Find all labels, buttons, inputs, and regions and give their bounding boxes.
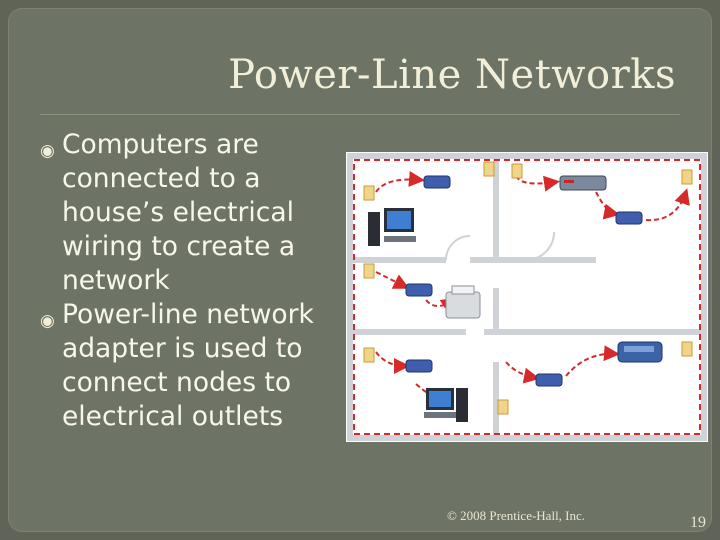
bullet-text: Computers are connected to a house’s ele… xyxy=(62,129,296,296)
wall-outlet-icon xyxy=(363,161,693,415)
house-wiring-loop xyxy=(353,159,701,435)
bullet-item: ◉ Computers are connected to a house’s e… xyxy=(40,128,350,298)
bullet-item: ◉ Power-line network adapter is used to … xyxy=(40,298,350,434)
bullet-text: Power-line network adapter is used to co… xyxy=(62,299,314,432)
router-icon xyxy=(559,175,607,191)
house-network-diagram xyxy=(346,152,708,442)
bullet-list: ◉ Computers are connected to a house’s e… xyxy=(40,128,350,434)
title-divider xyxy=(40,114,680,115)
copyright-notice: © 2008 Prentice-Hall, Inc. xyxy=(447,508,586,523)
desktop-computer-icon xyxy=(424,388,468,422)
floor-plan-svg xyxy=(347,153,707,441)
circle-bullet-icon: ◉ xyxy=(40,311,55,331)
slide-title: Power-Line Networks xyxy=(228,52,676,98)
house-walls xyxy=(347,153,707,441)
circle-bullet-icon: ◉ xyxy=(40,141,55,161)
power-adapter-icon xyxy=(405,175,643,387)
printer-icon xyxy=(445,285,481,319)
scanner-icon xyxy=(617,341,663,363)
page-number: 19 xyxy=(690,514,706,531)
desktop-computer-icon xyxy=(368,208,416,246)
